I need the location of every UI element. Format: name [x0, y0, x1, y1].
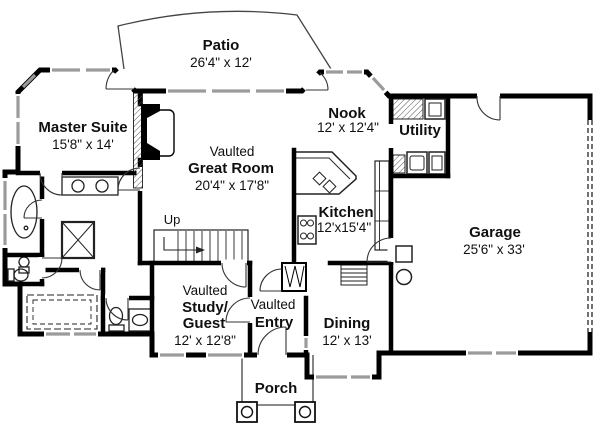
label-garage-dims: 25'6" x 33'	[463, 242, 525, 257]
stairs-arrowhead	[196, 246, 205, 254]
door-closet	[79, 269, 101, 291]
label-study-qualifier: Vaulted	[183, 283, 228, 298]
water-heater	[395, 268, 413, 286]
label-stairs-up: Up	[164, 212, 181, 227]
label-master-dims: 15'8" x 14'	[52, 137, 114, 152]
sink-left	[71, 179, 85, 193]
window-master-bay	[21, 73, 37, 89]
patio-outline	[117, 10, 332, 70]
label-master-name: Master Suite	[38, 119, 127, 136]
utility-fixtures	[392, 98, 446, 175]
stairs-direction-line	[163, 237, 196, 251]
bath2-toilet-bowl	[108, 306, 124, 326]
door-swings	[23, 69, 501, 356]
stairs	[153, 229, 249, 264]
garage-door-strip	[587, 120, 593, 332]
interior-walls	[2, 88, 451, 358]
garage-fixtures	[340, 245, 413, 286]
firebox-opening	[147, 111, 160, 151]
master-bath-fixtures	[7, 176, 152, 332]
door-hall-bath	[105, 297, 129, 321]
label-entry-qualifier: Vaulted	[251, 297, 296, 312]
pedestal-sink	[18, 256, 30, 268]
sink-right	[95, 179, 109, 193]
closet-shelves	[26, 294, 98, 330]
range	[297, 215, 317, 245]
label-kitchen-name: Kitchen	[318, 204, 373, 221]
bath2-sink	[131, 313, 149, 327]
water-heater-platform	[395, 245, 413, 263]
tub-drain	[23, 225, 29, 231]
label-utility-name: Utility	[399, 122, 441, 139]
label-great-room-qualifier: Vaulted	[210, 144, 255, 159]
porch-outline	[241, 355, 314, 406]
utility-counter-bottom	[392, 154, 406, 174]
island-sink-1	[312, 171, 327, 186]
bifold-doors	[284, 265, 305, 288]
door-house-garage	[366, 237, 392, 263]
door-master-hall	[117, 167, 141, 191]
label-patio-dims: 26'4" x 12'	[190, 55, 252, 70]
toilet-tank	[7, 268, 15, 282]
door-stairs-hall	[221, 262, 247, 288]
label-garage-name: Garage	[469, 224, 521, 241]
door-study	[225, 297, 251, 323]
island-sink-2	[322, 179, 337, 194]
door-garage-exterior	[476, 95, 501, 121]
label-nook-dims: 12' x 12'4"	[317, 120, 379, 135]
door-front-entry	[257, 326, 287, 356]
shower	[60, 220, 96, 260]
porch-columns	[236, 401, 316, 423]
window-markers	[3, 68, 516, 379]
door-master-bath	[39, 172, 63, 196]
label-great-room-dims: 20'4" x 17'8"	[195, 178, 269, 193]
label-study-name-2: Guest	[183, 315, 226, 332]
label-great-room-name: Great Room	[188, 160, 274, 177]
toilet-bowl	[13, 268, 29, 282]
labels: Patio 26'4" x 12' Master Suite 15'8" x 1…	[38, 37, 524, 397]
coat-closet	[281, 262, 307, 292]
utility-counter-top	[392, 98, 424, 120]
garage-steps	[340, 264, 368, 286]
door-master-patio	[105, 69, 133, 90]
fireplace	[133, 92, 175, 189]
label-kitchen-dims: 12'x15'4"	[317, 220, 371, 235]
vanity-counter	[61, 176, 119, 196]
label-dining-dims: 12' x 13'	[322, 333, 371, 348]
label-study-name-1: Study/	[182, 299, 229, 316]
bath2-toilet-tank	[108, 324, 125, 332]
window-nook-bay	[371, 76, 386, 92]
door-coat-closet	[259, 268, 283, 292]
label-nook-name: Nook	[328, 105, 366, 122]
label-porch-name: Porch	[255, 380, 298, 397]
tub	[10, 185, 38, 239]
door-tub-room	[23, 199, 43, 219]
door-toilet-room	[41, 257, 63, 279]
label-patio-name: Patio	[203, 37, 240, 54]
label-dining-name: Dining	[324, 315, 371, 332]
label-study-dims: 12' x 12'8"	[174, 333, 236, 348]
door-nook-patio	[306, 72, 329, 91]
label-entry-name: Entry	[255, 314, 294, 331]
kitchen-fixtures	[293, 151, 390, 251]
kitchen-counter	[374, 160, 390, 251]
